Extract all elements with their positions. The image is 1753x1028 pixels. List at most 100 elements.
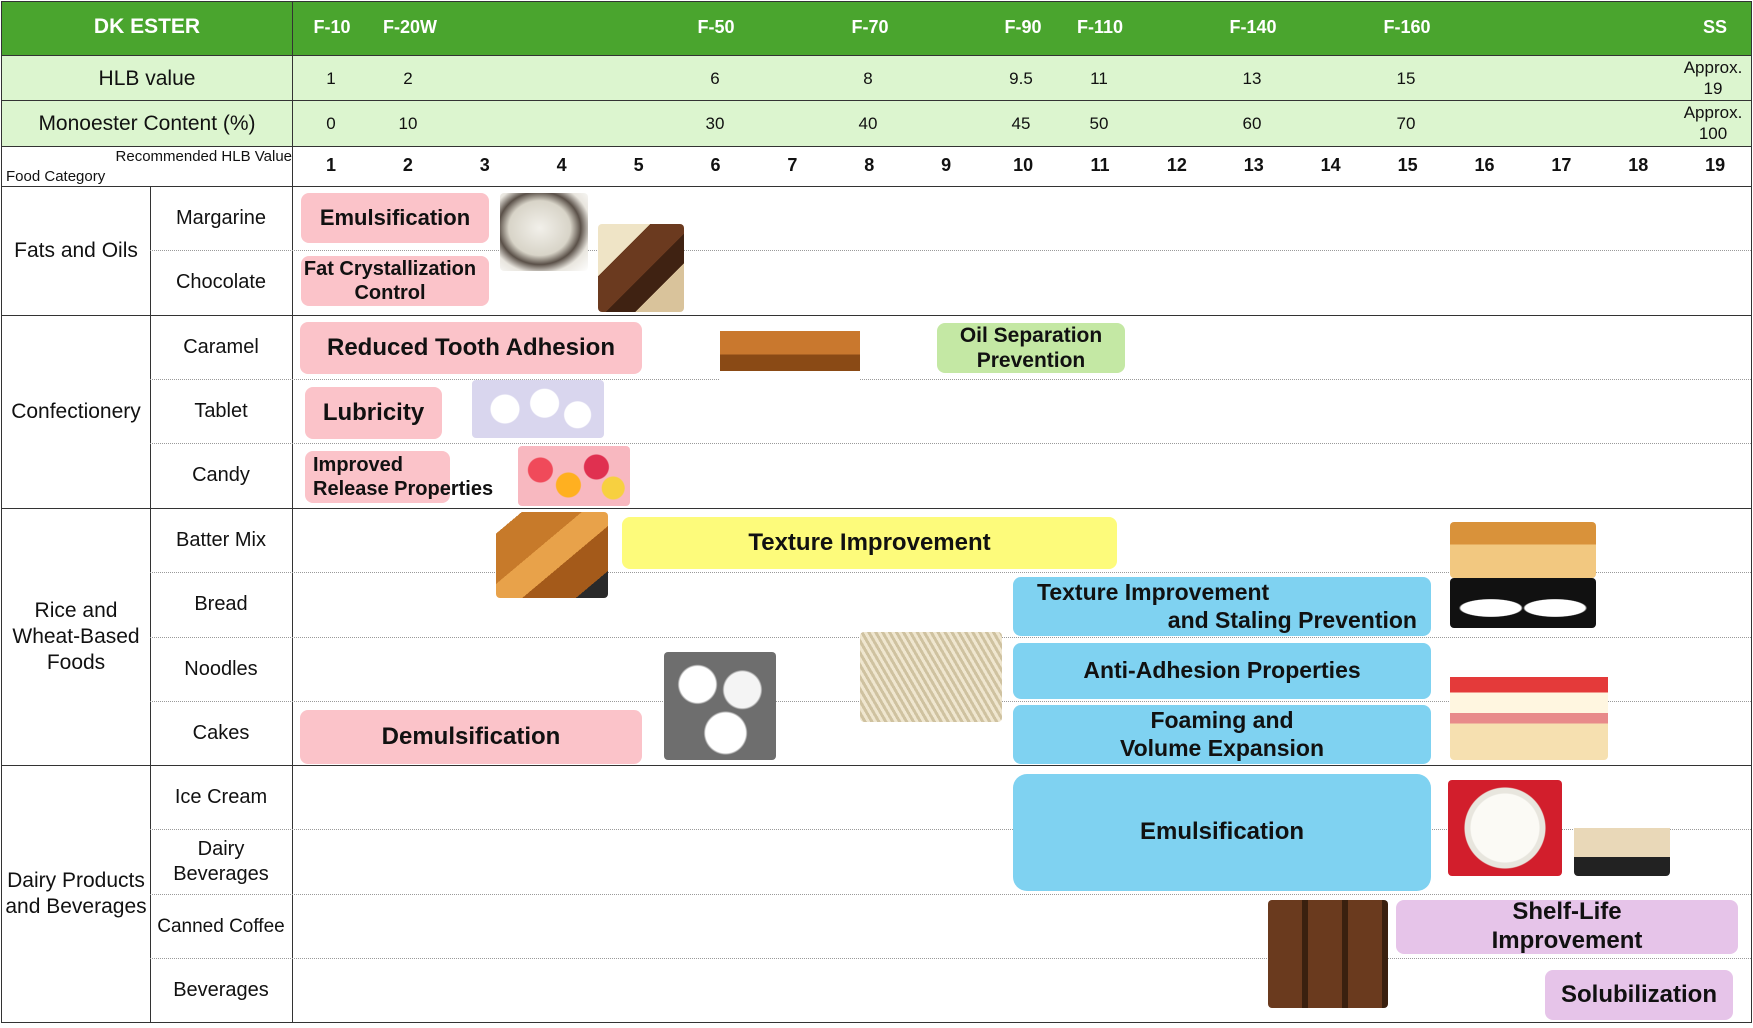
hlb-scale-tick: 9 <box>941 155 952 175</box>
hlb-scale-tick: 19 <box>1705 155 1726 175</box>
product-f10: F-10 <box>313 17 351 37</box>
row-divider <box>150 894 1751 895</box>
mochi-photo <box>1450 578 1596 628</box>
caramel-photo <box>720 318 860 384</box>
ice-cream-photo <box>1448 780 1562 876</box>
hlb-scale-tick: 3 <box>479 155 490 175</box>
milk-coffee-photo <box>1574 780 1670 876</box>
hlb-row-label: HLB value <box>98 67 196 90</box>
hlb-value: 2 <box>403 69 413 88</box>
function-improved-release: Improved Release Properties <box>305 451 493 503</box>
monoester-row-label: Monoester Content (%) <box>38 112 256 135</box>
function-solubilization: Solubilization <box>1545 970 1733 1020</box>
hlb-scale-tick: 7 <box>787 155 798 175</box>
function-reduced-tooth-adhesion: Reduced Tooth Adhesion <box>300 322 642 374</box>
hlb-value: 11 <box>1090 69 1108 88</box>
product-f90: F-90 <box>1004 17 1042 37</box>
hlb-scale-tick: 18 <box>1628 155 1649 175</box>
monoester-value: 40 <box>858 114 878 133</box>
row-divider <box>150 829 1751 830</box>
function-fat-crystallization-control: Fat Crystallization Control <box>301 256 489 306</box>
function-foaming-volume-expansion: Foaming and Volume Expansion <box>1013 705 1431 764</box>
function-anti-adhesion: Anti-Adhesion Properties <box>1013 643 1431 699</box>
ss-approx-label: Approx. <box>1683 58 1743 77</box>
column-divider <box>292 1 293 1022</box>
subcategory-batter-mix: Batter Mix <box>175 528 267 551</box>
hlb-scale-tick: 16 <box>1474 155 1495 175</box>
subcategory-margarine: Margarine <box>175 206 267 229</box>
border-top <box>1 1 1752 2</box>
product-f140: F-140 <box>1229 17 1277 37</box>
row-divider <box>150 958 1751 959</box>
hlb-scale-tick: 1 <box>325 155 337 175</box>
category-divider <box>1 315 1752 316</box>
table-title: DK ESTER <box>93 15 201 38</box>
hlb-scale-tick: 8 <box>864 155 875 175</box>
border-right <box>1751 1 1752 1022</box>
product-f70: F-70 <box>851 17 889 37</box>
cake-photo <box>1450 656 1608 760</box>
hlb-value: 15 <box>1396 69 1416 88</box>
divider <box>1 100 1752 101</box>
product-f110: F-110 <box>1076 17 1124 37</box>
tablet-photo <box>472 380 604 438</box>
product-ss: SS <box>1702 17 1728 37</box>
row-divider <box>150 379 1751 380</box>
ss-monoester-number: 100 <box>1698 124 1728 143</box>
function-shelf-life-improvement: Shelf-Life Improvement <box>1396 898 1738 954</box>
recommended-hlb-label: Recommended HLB Value <box>115 148 292 165</box>
subcategory-tablet: Tablet <box>194 399 248 422</box>
category-divider <box>1 508 1752 509</box>
hlb-scale-tick: 6 <box>710 155 721 175</box>
hlb-scale-tick: 4 <box>556 155 567 175</box>
chocolate-photo <box>598 224 684 312</box>
function-emulsification-margarine: Emulsification <box>301 193 489 243</box>
subcategory-ice-cream: Ice Cream <box>174 785 268 808</box>
function-demulsification: Demulsification <box>300 710 642 764</box>
meringue-photo <box>664 652 776 760</box>
function-texture-improvement: Texture Improvement <box>622 517 1117 569</box>
ss-monoester-value: Approx. 100 <box>1684 102 1743 144</box>
hlb-scale-tick: 12 <box>1166 155 1187 175</box>
subcategory-beverages: Beverages <box>173 978 269 1001</box>
subcategory-caramel: Caramel <box>183 335 259 358</box>
subcategory-cakes: Cakes <box>192 721 250 744</box>
border-left <box>1 1 2 1022</box>
hlb-scale-tick: 5 <box>633 155 644 175</box>
function-texture-staling-prevention: Texture Improvement and Staling Preventi… <box>1013 577 1431 636</box>
hlb-value: 1 <box>326 69 336 88</box>
monoester-value: 45 <box>1011 114 1031 133</box>
category-confectionery: Confectionery <box>11 399 141 423</box>
food-category-label: Food Category <box>6 168 106 185</box>
category-fats-and-oils: Fats and Oils <box>14 238 138 262</box>
subcategory-chocolate: Chocolate <box>175 271 267 293</box>
category-dairy-beverages: Dairy Products and Beverages <box>5 868 147 918</box>
function-emulsification-dairy: Emulsification <box>1013 774 1431 891</box>
hlb-scale-tick: 10 <box>1013 155 1034 175</box>
subcategory-bread: Bread <box>194 593 248 615</box>
category-rice-wheat: Rice and Wheat-Based Foods <box>12 598 140 674</box>
margarine-photo <box>500 193 588 271</box>
subcategory-dairy-beverages: Dairy Beverages <box>173 837 269 885</box>
ss-hlb-value: Approx. 19 <box>1684 57 1743 99</box>
hlb-scale-tick: 14 <box>1320 155 1341 175</box>
monoester-value: 60 <box>1242 114 1262 133</box>
divider <box>1 55 1752 56</box>
tempura-photo <box>496 512 608 598</box>
hlb-scale-tick: 17 <box>1551 155 1572 175</box>
row-divider <box>150 443 1751 444</box>
subcategory-candy: Candy <box>192 464 250 486</box>
subcategory-noodles: Noodles <box>184 657 258 680</box>
border-bottom <box>1 1022 1752 1023</box>
function-oil-separation-prevention: Oil Separation Prevention <box>937 323 1125 373</box>
hlb-scale-tick: 13 <box>1243 155 1264 175</box>
product-f160: F-160 <box>1383 17 1431 37</box>
divider <box>1 186 1752 187</box>
ss-approx-label: Approx. <box>1683 103 1743 122</box>
hlb-value: 6 <box>710 69 720 88</box>
monoester-value: 70 <box>1396 114 1416 133</box>
bread-photo <box>1450 522 1596 578</box>
hlb-scale-tick: 2 <box>402 155 413 175</box>
hlb-scale-tick: 11 <box>1090 155 1110 175</box>
product-f50: F-50 <box>697 17 735 37</box>
